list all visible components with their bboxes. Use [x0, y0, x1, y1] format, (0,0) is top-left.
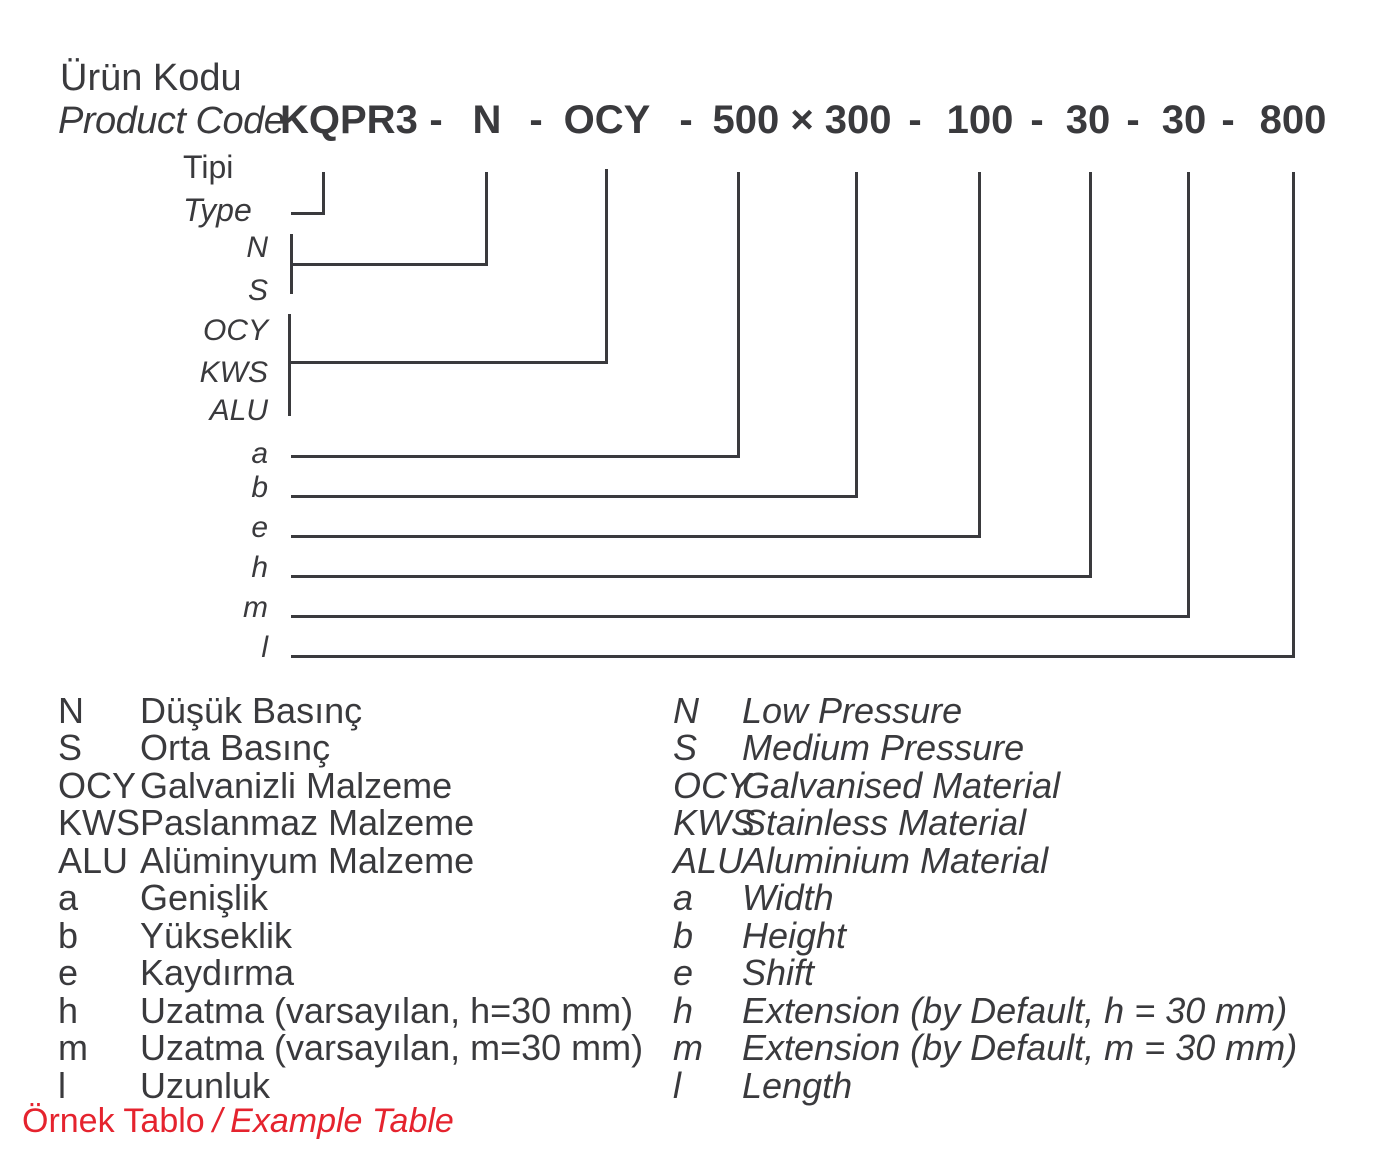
code-separator: - [1221, 98, 1235, 142]
connector-line-l-horizontal [291, 655, 1295, 658]
connector-line-a-vertical [737, 172, 740, 458]
legend-key-tr: b [58, 915, 79, 956]
connector-line-type-vertical [322, 172, 325, 215]
legend-key-tr: ALU [58, 840, 129, 881]
legend-desc-en: Aluminium Material [742, 840, 1049, 881]
legend-desc-en: Height [742, 915, 847, 956]
legend-key-en: N [673, 690, 699, 731]
branch-label-s: S [247, 274, 268, 307]
legend-desc-en: Length [742, 1065, 853, 1106]
legend-desc-tr: Uzatma (varsayılan, m=30 mm) [140, 1027, 644, 1068]
legend-key-en: m [673, 1027, 703, 1068]
legend-key-en: h [673, 990, 694, 1031]
legend-desc-tr: Kaydırma [140, 952, 295, 993]
connector-line-m-vertical [1187, 172, 1190, 618]
connector-line-e-horizontal [291, 535, 981, 538]
legend-key-tr: m [58, 1027, 88, 1068]
branch-label-a: a [251, 437, 268, 470]
legend-key-tr: h [58, 990, 79, 1031]
type-label-turkish: Tipi [183, 149, 234, 185]
connector-line-m-horizontal [291, 615, 1190, 618]
legend-desc-tr: Alüminyum Malzeme [140, 840, 475, 881]
branch-label-l: l [261, 631, 268, 664]
connector-line-b-horizontal [291, 495, 858, 498]
type-label-english: Type [183, 192, 252, 228]
connector-line-pressure-vertical [485, 172, 488, 266]
legend-desc-tr: Düşük Basınç [140, 690, 363, 731]
code-segment-length: 800 [1259, 98, 1327, 142]
branch-label-m: m [243, 591, 268, 624]
legend-key-en: ALU [673, 840, 744, 881]
example-table-caption-turkish: Örnek Tablo [22, 1102, 205, 1140]
legend-key-tr: e [58, 952, 79, 993]
example-table-caption-english: Example Table [230, 1102, 454, 1140]
legend-desc-tr: Yükseklik [140, 915, 293, 956]
branch-label-b: b [251, 471, 268, 504]
branch-label-alu: ALU [209, 394, 268, 427]
code-separator: - [1126, 98, 1140, 142]
connector-line-material-horizontal [288, 361, 608, 364]
code-segment-shift: 100 [946, 98, 1014, 142]
connector-line-type-horizontal [291, 212, 325, 215]
code-segment-extension-h: 30 [1065, 98, 1111, 142]
code-separator: - [529, 98, 543, 142]
legend-desc-en: Extension (by Default, m = 30 mm) [742, 1027, 1298, 1068]
code-separator: - [908, 98, 922, 142]
connector-line-h-horizontal [291, 575, 1092, 578]
legend-desc-en: Shift [742, 952, 815, 993]
connector-bracket-material [288, 314, 291, 416]
legend-key-en: KWS [673, 802, 756, 843]
legend-desc-en: Stainless Material [742, 802, 1027, 843]
legend-desc-tr: Galvanizli Malzeme [140, 765, 453, 806]
legend-desc-en: Extension (by Default, h = 30 mm) [742, 990, 1288, 1031]
connector-line-e-vertical [978, 172, 981, 538]
connector-line-b-vertical [855, 172, 858, 498]
connector-line-pressure-horizontal [290, 263, 488, 266]
legend-key-tr: l [58, 1065, 66, 1106]
code-segment-extension-m: 30 [1161, 98, 1207, 142]
branch-label-e: e [251, 511, 268, 544]
legend-desc-tr: Uzunluk [140, 1065, 271, 1106]
legend-key-tr: a [58, 877, 79, 918]
code-separator: - [429, 98, 443, 142]
legend-desc-en: Low Pressure [742, 690, 963, 731]
legend-key-tr: KWS [58, 802, 141, 843]
legend-key-tr: OCY [58, 765, 137, 806]
branch-label-n: N [246, 231, 268, 264]
page-title-turkish: Ürün Kodu [60, 57, 242, 99]
code-segment-pressure: N [472, 98, 502, 142]
connector-line-l-vertical [1292, 172, 1295, 658]
legend-key-en: OCY [673, 765, 752, 806]
branch-label-h: h [251, 551, 268, 584]
code-segment-material: OCY [563, 98, 651, 142]
legend-key-en: a [673, 877, 694, 918]
branch-label-ocy: OCY [202, 314, 268, 347]
branch-label-kws: KWS [199, 356, 268, 389]
legend-key-tr: S [58, 727, 83, 768]
page-title-english: Product Code [58, 100, 285, 142]
connector-line-a-horizontal [291, 455, 740, 458]
legend-key-en: S [673, 727, 698, 768]
connector-line-material-vertical [605, 169, 608, 364]
legend-desc-en: Medium Pressure [742, 727, 1025, 768]
code-separator: - [1030, 98, 1044, 142]
connector-line-h-vertical [1089, 172, 1092, 578]
legend-desc-tr: Genişlik [140, 877, 269, 918]
legend-desc-tr: Uzatma (varsayılan, h=30 mm) [140, 990, 634, 1031]
legend-key-en: b [673, 915, 694, 956]
caption-separator: / [212, 1102, 223, 1140]
code-segment-type: KQPR3 [280, 98, 418, 142]
code-separator: - [679, 98, 693, 142]
legend-key-tr: N [58, 690, 84, 731]
legend-key-en: e [673, 952, 694, 993]
legend-desc-en: Galvanised Material [742, 765, 1061, 806]
legend-desc-tr: Orta Basınç [140, 727, 331, 768]
legend-key-en: l [673, 1065, 681, 1106]
code-segment-width-height: 500 × 300 [712, 98, 892, 142]
example-table-caption: Örnek Tablo/Example Table [22, 1104, 454, 1138]
legend-desc-en: Width [742, 877, 834, 918]
legend-desc-tr: Paslanmaz Malzeme [140, 802, 475, 843]
